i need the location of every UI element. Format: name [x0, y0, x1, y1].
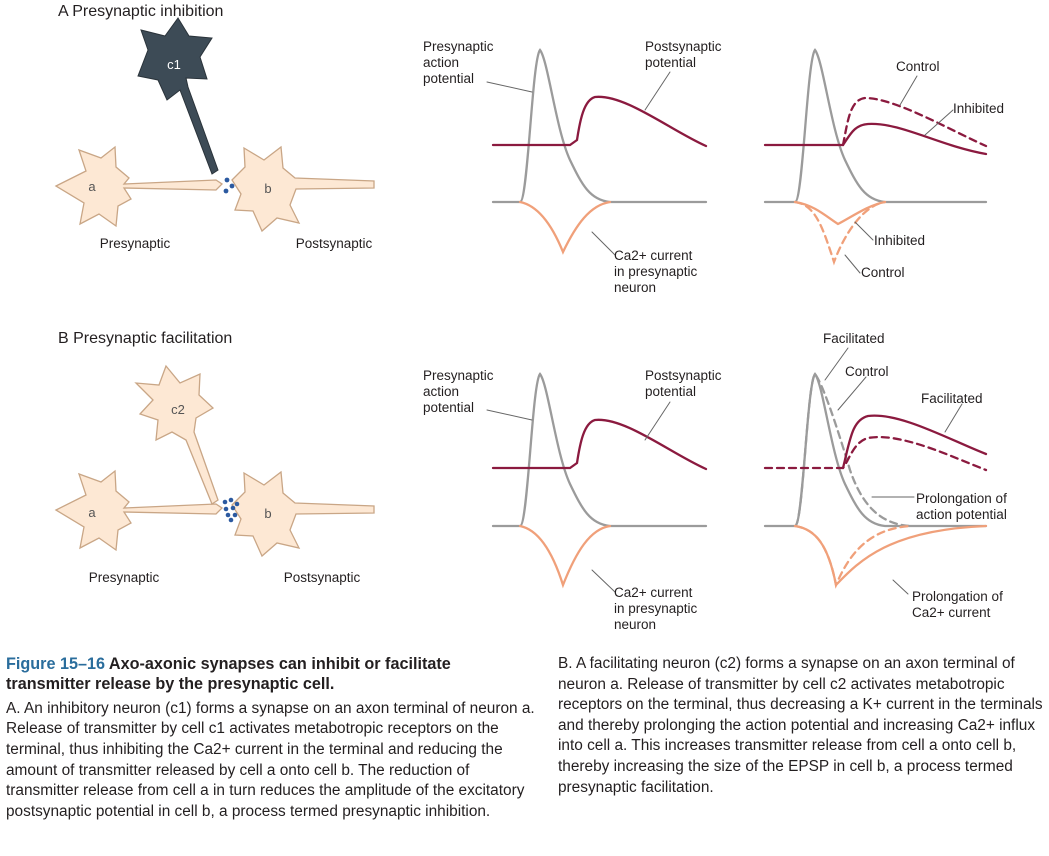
panel-b-neuron-c2: c2: [134, 364, 219, 505]
figure-diagram: A Presynaptic inhibition a b c1 Presynap…: [54, 3, 1007, 632]
panel-b-presynaptic-label: Presynaptic: [89, 570, 160, 585]
panel-a-cell-b-label: b: [264, 181, 271, 196]
panel-a-postsynaptic-label: Postsynaptic: [296, 236, 373, 251]
panel-b-preap-3: potential: [423, 400, 474, 415]
caption-left: Figure 15–16 Axo-axonic synapses can inh…: [6, 654, 536, 822]
panel-a-inhibited-bottom: Inhibited: [874, 233, 925, 248]
panel-b-cell-c2-label: c2: [171, 402, 185, 417]
caption-b-text: B. A facilitating neuron (c2) forms a sy…: [558, 655, 1043, 796]
panel-a-title: A Presynaptic inhibition: [58, 3, 223, 20]
figure-caption-title: Figure 15–16 Axo-axonic synapses can inh…: [6, 654, 536, 695]
panel-a-neuron-b: b: [231, 145, 375, 233]
panel-a-control-bottom: Control: [861, 265, 905, 280]
panel-a-postpot-2: potential: [645, 55, 696, 70]
panel-a-inhibited-top: Inhibited: [953, 101, 1004, 116]
panel-a-control-top: Control: [896, 59, 940, 74]
panel-b-vesicles: [222, 497, 240, 523]
panel-a-traces-right: [763, 48, 988, 274]
panel-b-facilitated-right: Facilitated: [921, 391, 983, 406]
panel-b-prolong-ap-1: Prolongation of: [916, 491, 1007, 506]
figure-number: Figure 15–16: [6, 655, 105, 673]
panel-b-title: B Presynaptic facilitation: [58, 330, 232, 347]
panel-b-neuron-a: a: [54, 469, 224, 552]
panel-a-ca-2: in presynaptic: [614, 264, 698, 279]
panel-a-traces-left: [486, 48, 708, 256]
panel-a-cell-c1-label: c1: [167, 57, 181, 72]
panel-b-ca-1: Ca2+ current: [614, 585, 693, 600]
caption-right: B. A facilitating neuron (c2) forms a sy…: [558, 654, 1046, 798]
figure-title: Axo-axonic synapses can inhibit or facil…: [6, 655, 451, 694]
panel-b-control-label: Control: [845, 364, 889, 379]
panel-a-preap-1: Presynaptic: [423, 39, 494, 54]
panel-b-postpot-2: potential: [645, 384, 696, 399]
panel-a-preap-3: potential: [423, 71, 474, 86]
panel-a-vesicles: [223, 177, 235, 194]
panel-a-neuron-a: a: [54, 145, 224, 228]
panel-b-cell-a-label: a: [88, 505, 96, 520]
panel-b-prolong-ca-1: Prolongation of: [912, 589, 1003, 604]
panel-a-ca-3: neuron: [614, 280, 656, 295]
panel-b-ca-2: in presynaptic: [614, 601, 698, 616]
panel-a-neuron-c1: c1: [137, 17, 219, 175]
panel-b-neuron-b: b: [231, 470, 375, 558]
panel-b-preap-1: Presynaptic: [423, 368, 494, 383]
panel-a-preap-2: action: [423, 55, 459, 70]
panel-a-cell-a-label: a: [88, 179, 96, 194]
panel-a-presynaptic-label: Presynaptic: [100, 236, 171, 251]
panel-a-postpot-1: Postsynaptic: [645, 39, 722, 54]
panel-b-traces-left: [486, 372, 708, 593]
panel-b-facilitated-top: Facilitated: [823, 331, 885, 346]
panel-b-preap-2: action: [423, 384, 459, 399]
panel-b-prolong-ap-2: action potential: [916, 507, 1007, 522]
panel-a-ca-1: Ca2+ current: [614, 248, 693, 263]
panel-b-prolong-ca-2: Ca2+ current: [912, 605, 991, 620]
panel-b-postpot-1: Postsynaptic: [645, 368, 722, 383]
panel-b-cell-b-label: b: [264, 506, 271, 521]
panel-b-ca-3: neuron: [614, 617, 656, 632]
caption-a-text: A. An inhibitory neuron (c1) forms a syn…: [6, 699, 535, 820]
panel-b-traces-right: [763, 347, 988, 595]
panel-b-postsynaptic-label: Postsynaptic: [284, 570, 361, 585]
